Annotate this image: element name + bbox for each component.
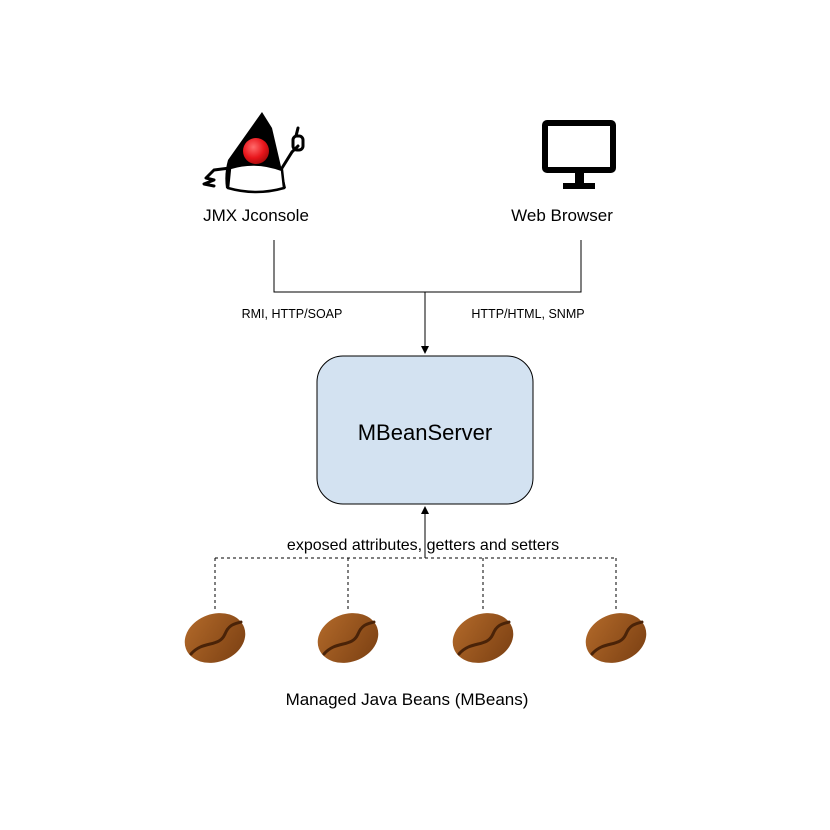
client-connectors	[273, 240, 582, 354]
web-browser-label: Web Browser	[511, 206, 613, 225]
coffee-bean-icon	[585, 613, 647, 663]
mbean-server-box	[316, 355, 534, 505]
jconsole-connector	[273, 240, 582, 293]
coffee-bean-icon	[184, 613, 246, 663]
mbeans-caption: Managed Java Beans (MBeans)	[286, 690, 529, 709]
duke-mascot-icon	[202, 112, 305, 194]
coffee-bean-icon	[317, 613, 379, 663]
exposure-label: exposed attributes, getters and setters	[287, 537, 559, 554]
coffee-bean-icon	[452, 613, 514, 663]
right-protocols-label: HTTP/HTML, SNMP	[471, 307, 584, 321]
jconsole-label: JMX Jconsole	[203, 206, 309, 225]
mbean-server-label: MBeanServer	[358, 420, 493, 445]
left-protocols-label: RMI, HTTP/SOAP	[242, 307, 343, 321]
monitor-icon	[542, 120, 616, 189]
bean-connectors	[214, 557, 617, 612]
